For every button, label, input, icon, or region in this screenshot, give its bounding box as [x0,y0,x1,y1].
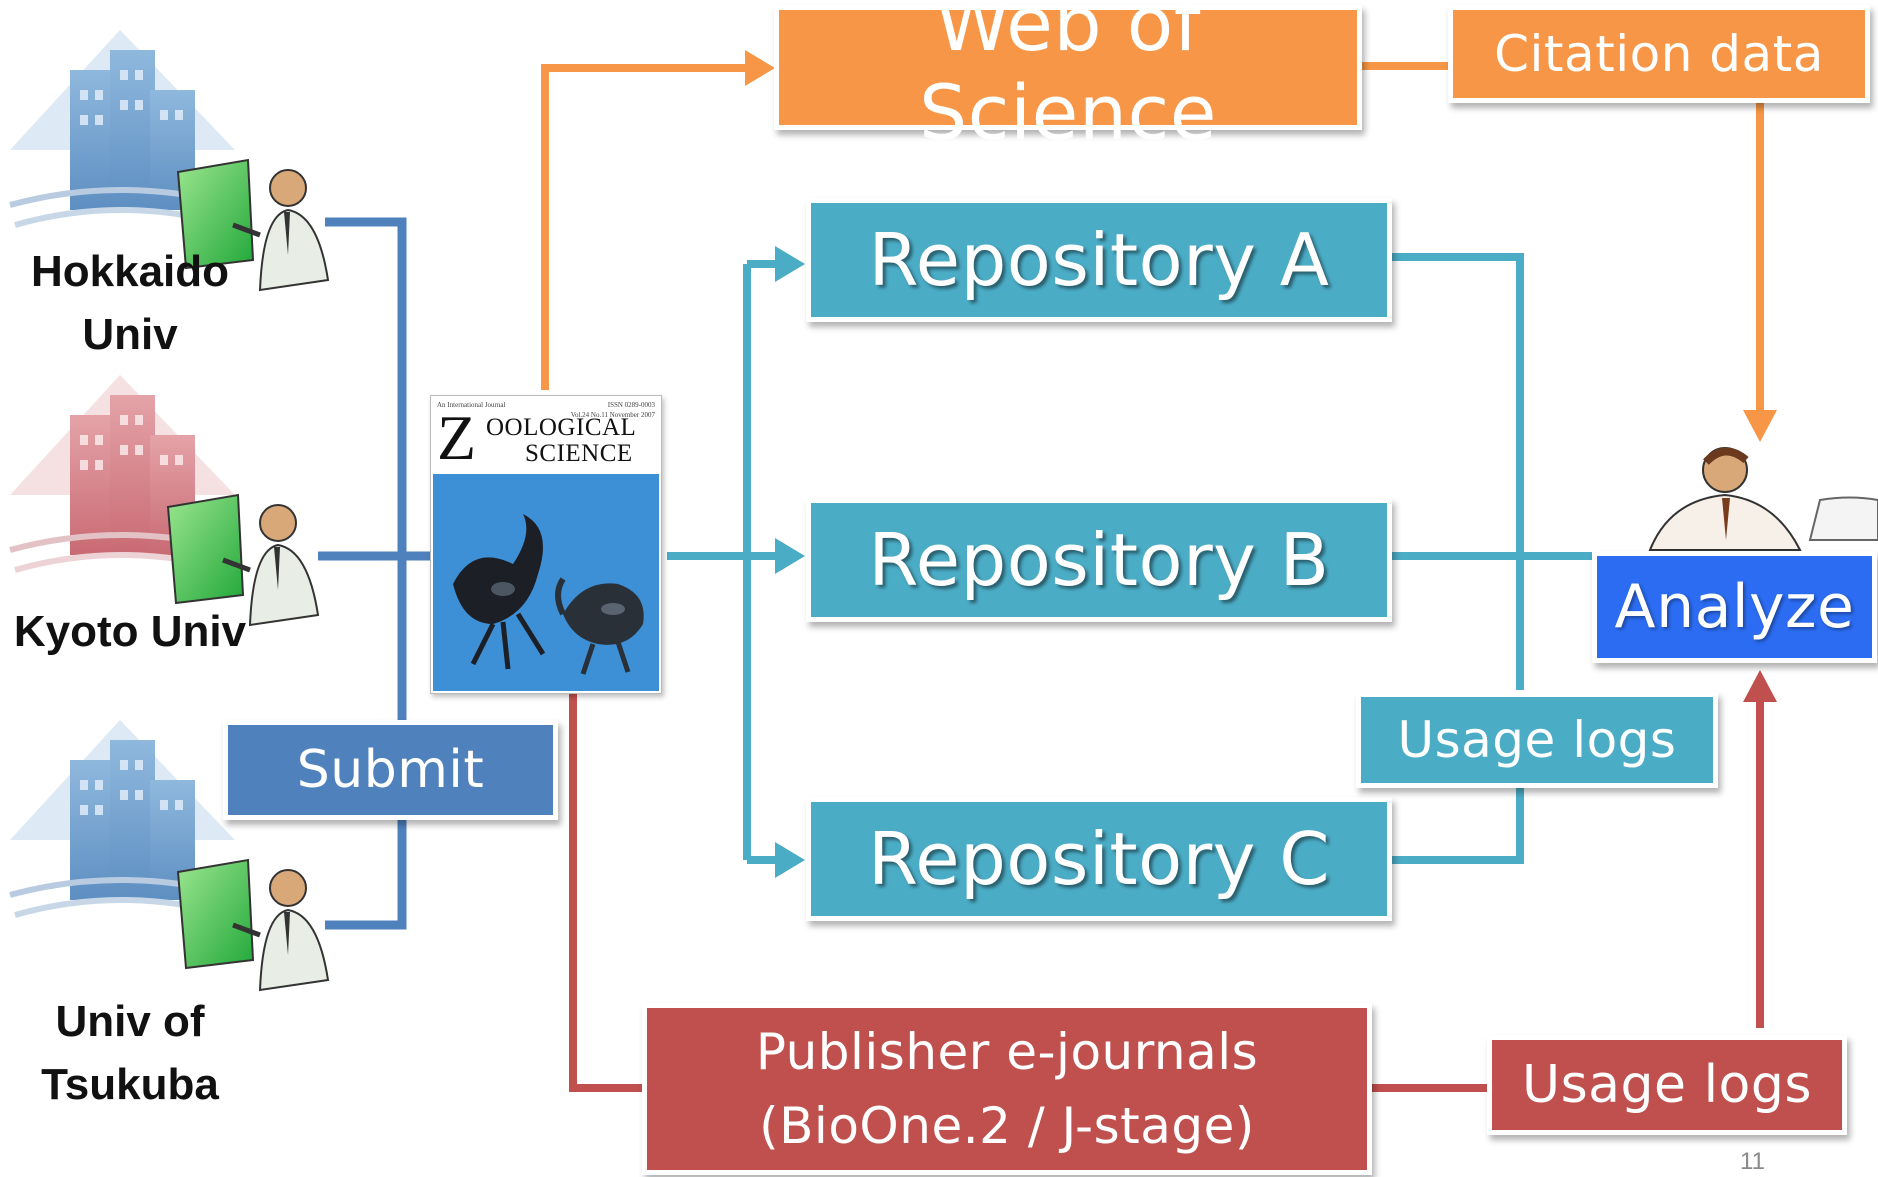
journal-cover-volume: Vol.24 No.11 November 2007 [570,411,655,419]
journal-cover-title-line2: SCIENCE [525,440,633,467]
repo-a-arrowhead [775,246,805,282]
publisher-usage-logs-box: Usage logs [1487,1035,1847,1135]
repository-a-box: Repository A [806,198,1392,322]
beetle-illustration [453,514,644,675]
red-connectors [569,690,1764,1092]
presenter-icon-hokkaido [176,158,330,292]
publisher-ejournals-box: Publisher e-journals (BioOne.2 / J-stage… [642,1003,1372,1175]
journal-cover-issn: ISSN 0289-0003 [607,401,655,409]
institution-label-tsukuba: Univ of Tsukuba [41,997,219,1109]
teal-connectors [667,253,1620,864]
repository-c-box: Repository C [806,797,1392,921]
publisher-ejournals-line2: (BioOne.2 / J-stage) [759,1097,1255,1155]
submit-box: Submit [223,720,558,820]
building-icon-tsukuba [9,720,236,918]
blue-connectors [318,217,445,930]
orange-connectors [541,62,1764,410]
building-icon-kyoto [9,375,236,573]
citation-arrowhead [1743,410,1777,442]
citation-data-box: Citation data [1448,5,1870,103]
journal-cover-initial: Z [437,402,477,473]
analyst-icon [1648,447,1878,551]
publisher-usage-arrowhead [1743,670,1777,702]
journal-cover-photo [433,474,659,691]
repo-c-arrowhead [775,842,805,878]
journal-cover-title-line1: OOLOGICAL [486,414,637,441]
page-number: 11 [1740,1148,1765,1175]
wos-arrowhead [745,50,775,86]
presenter-icon-kyoto [166,493,320,627]
repository-usage-logs-box: Usage logs [1356,692,1718,788]
repo-b-arrowhead [775,538,805,574]
publisher-ejournals-line1: Publisher e-journals [755,1023,1259,1081]
web-of-science-box: Web of Science [774,0,1362,157]
institution-label-hokkaido: Hokkaido Univ [30,247,230,359]
repository-b-box: Repository B [806,498,1392,622]
building-icon-hokkaido [9,30,236,228]
analyze-box: Analyze [1592,551,1877,663]
institution-label-kyoto: Kyoto Univ [13,607,247,656]
journal-cover-tagline: An International Journal [437,401,506,409]
presenter-icon-tsukuba [176,858,330,992]
journal-cover: An International Journal Vol.24 No.11 No… [430,395,662,694]
